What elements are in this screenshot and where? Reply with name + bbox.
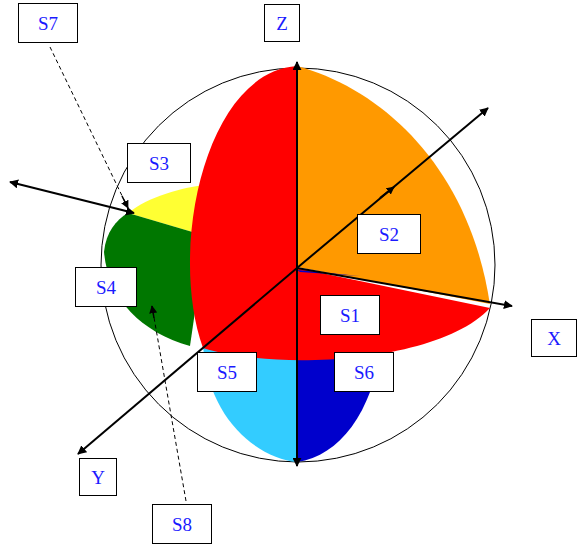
callout-box: S7 bbox=[18, 3, 78, 43]
leader-line bbox=[50, 47, 127, 206]
callout-box: X bbox=[531, 319, 577, 357]
callout-label: X bbox=[547, 329, 561, 348]
z-axis bbox=[296, 62, 298, 268]
neg-z-axis bbox=[296, 268, 298, 466]
callout-box: S8 bbox=[152, 504, 212, 544]
sector-s2 bbox=[297, 66, 490, 305]
callout-box: S3 bbox=[127, 143, 191, 183]
callout-label: Y bbox=[91, 468, 105, 487]
callout-box: S4 bbox=[75, 267, 137, 307]
callout-box: S6 bbox=[334, 352, 394, 392]
callout-box: Y bbox=[79, 458, 117, 496]
callout-label: S6 bbox=[354, 363, 374, 382]
neg-x-axis bbox=[10, 182, 134, 213]
callout-label: Z bbox=[276, 14, 288, 33]
callout-label: S3 bbox=[149, 154, 169, 173]
callout-box: Z bbox=[264, 4, 300, 42]
callout-label: S2 bbox=[379, 225, 399, 244]
callout-box: S1 bbox=[320, 295, 380, 335]
sector-s1 bbox=[190, 66, 490, 360]
leader-line bbox=[152, 306, 186, 501]
neg-y-axis bbox=[297, 108, 488, 268]
callout-box: S5 bbox=[197, 352, 257, 392]
callout-label: S7 bbox=[38, 14, 58, 33]
callout-label: S1 bbox=[340, 306, 360, 325]
callout-label: S5 bbox=[217, 363, 237, 382]
callout-box: S2 bbox=[357, 214, 421, 254]
callout-label: S4 bbox=[96, 278, 116, 297]
y-axis bbox=[78, 268, 297, 454]
callout-label: S8 bbox=[172, 515, 192, 534]
